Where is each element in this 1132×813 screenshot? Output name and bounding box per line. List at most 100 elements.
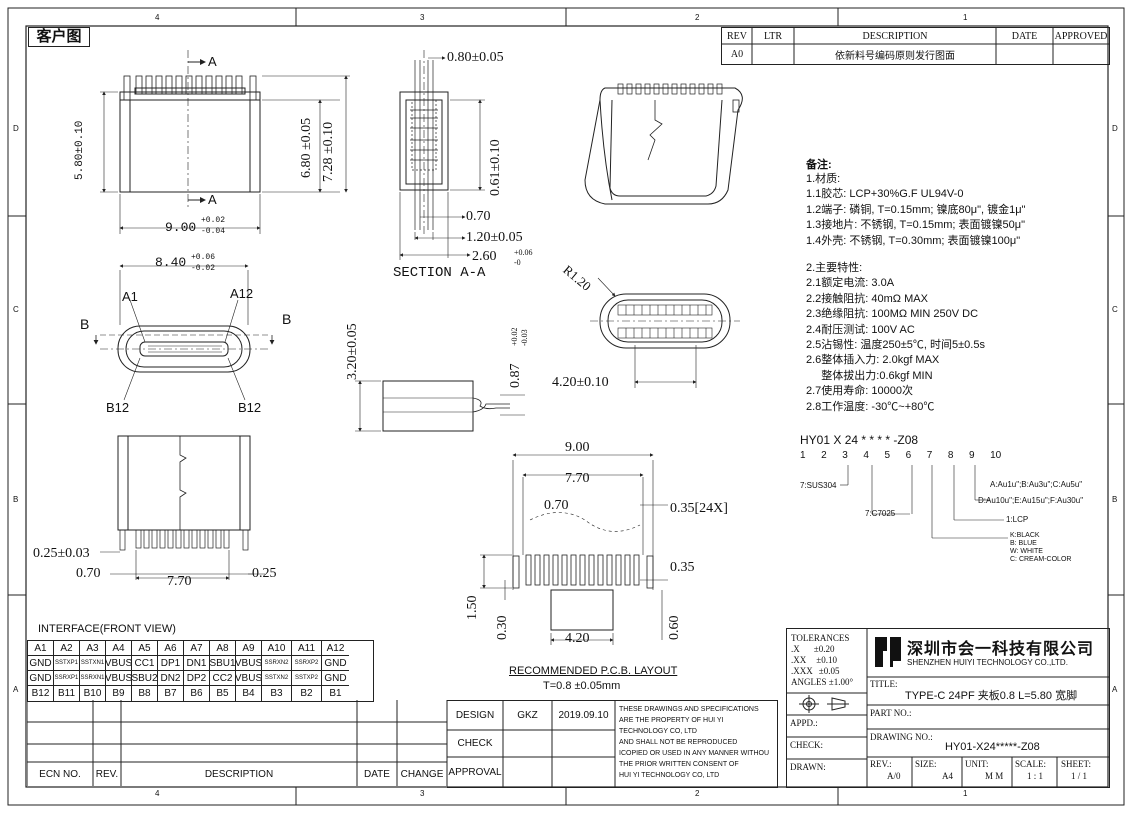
drawn-label: DRAWN: — [790, 762, 826, 772]
drawing-no-label: DRAWING NO.: — [870, 732, 933, 742]
part-code-opt9b: D:Au10u";E:Au15u";F:Au30u" — [978, 496, 1084, 505]
tol-x-value: ±0.20 — [813, 644, 835, 654]
dim-pcb-pad-width: 0.35[24X] — [670, 501, 728, 516]
approval-block: DESIGN CHECK APPROVAL GKZ 2019.09.10 THE… — [447, 700, 778, 788]
front-view — [93, 264, 275, 401]
color-option: C: CREAM-COLOR — [1010, 556, 1072, 563]
section-title: SECTION A-A — [393, 265, 486, 281]
dim-foot-tol-up: +0.02 — [510, 327, 519, 346]
interface-cell: A11 — [292, 641, 322, 656]
color-option: K:BLACK — [1010, 532, 1040, 539]
notice-line: AND SHALL NOT BE REPRODUCED — [619, 739, 738, 746]
tolerances-block: TOLERANCES .X±0.20 .XX±0.10 .XXX±0.05 AN… — [791, 633, 853, 688]
color-option: W: WHITE — [1010, 548, 1043, 555]
dim-pcb-slot: 4.20 — [565, 631, 590, 646]
ecn-label: ECN NO. — [39, 768, 81, 780]
interface-cell: A5 — [132, 641, 158, 656]
ecn-block: ECN NO. REV. DESCRIPTION DATE CHANGE — [27, 700, 447, 786]
note-line: 1.3接地片: 不锈钢, T=0.15mm; 表面镀镍50μ" — [806, 219, 1025, 232]
interface-cell: A7 — [184, 641, 210, 656]
interface-cell: VBUS — [236, 656, 262, 671]
note-line: 1.材质: — [806, 173, 841, 185]
pcb-layout-title: RECOMMENDED P.C.B. LAYOUT — [509, 665, 678, 677]
part-code-leaders — [840, 465, 1008, 539]
interface-cell: A12 — [322, 641, 349, 656]
interface-cell: CC2 — [210, 671, 236, 686]
interface-cell: VBUS — [106, 671, 132, 686]
dim-height: 5.80±0.10 — [74, 120, 86, 180]
angles-tolerance: ANGLES ±1.00° — [791, 677, 854, 687]
rev-value: A0 — [730, 48, 744, 60]
interface-cell: A10 — [262, 641, 292, 656]
interface-cell: B12 — [28, 686, 54, 701]
notes-title: 备注: — [806, 159, 832, 171]
ecn-date-label: DATE — [364, 768, 390, 780]
rev-header-description: DESCRIPTION — [862, 30, 928, 42]
zone-bottom-3: 3 — [420, 789, 425, 798]
interface-cell: SSTXP1 — [54, 656, 80, 671]
interface-cell: GND — [322, 671, 349, 686]
interface-cell: A4 — [106, 641, 132, 656]
zone-top-1: 1 — [963, 13, 968, 22]
interface-cell: DP2 — [184, 671, 210, 686]
section-b-right: B — [282, 311, 292, 327]
notice-line: ARE THE PROPERTY OF HUI YI — [619, 717, 724, 724]
interface-cell: SSRXP1 — [54, 671, 80, 686]
interface-cell: A8 — [210, 641, 236, 656]
part-no-label: PART NO.: — [870, 708, 912, 718]
ecn-change-label: CHANGE — [400, 768, 444, 780]
zone-side-b: B — [13, 495, 19, 504]
interface-cell: A1 — [28, 641, 54, 656]
note-line — [806, 249, 1106, 261]
zone-side-d-right: D — [1112, 124, 1118, 133]
dim-pcb-slot-depth: 0.60 — [667, 615, 682, 641]
dim-width-tol-up: +0.02 — [201, 216, 226, 225]
pin-label-a12: A12 — [230, 286, 254, 301]
appd-label: APPD.: — [790, 718, 818, 728]
dim-width-tol-down: -0.04 — [201, 227, 226, 236]
interface-cell: A3 — [80, 641, 106, 656]
section-b-left: B — [80, 316, 90, 332]
interface-cell: GND — [28, 656, 54, 671]
unit-value: M M — [985, 771, 1004, 781]
dim-pin-span: 1.20±0.05 — [466, 230, 523, 245]
interface-cell: B8 — [132, 686, 158, 701]
dim-pcb-pad-length: 1.50 — [465, 595, 480, 621]
interface-cell: A2 — [54, 641, 80, 656]
notice-line: THE PRIOR WRITTEN CONSENT OF — [619, 761, 739, 768]
check-label: CHECK — [457, 738, 493, 749]
zone-side-a-right: A — [1112, 685, 1118, 694]
zone-side-d: D — [13, 124, 19, 133]
color-option: B: BLUE — [1010, 540, 1037, 547]
ecn-rev-label: REV. — [95, 768, 119, 780]
interface-cell: SBU1 — [210, 656, 236, 671]
part-code: HY01 X 24 * * * * -Z08 — [800, 433, 919, 447]
dim-pin-width: 0.70 — [466, 209, 491, 224]
dim-pcb-pad-pitch: 0.70 — [544, 498, 569, 513]
part-code-colors: K:BLACK B: BLUE W: WHITE C: CREAM-COLOR — [1010, 532, 1071, 564]
approval-label: APPROVAL — [448, 766, 502, 778]
interface-cell: SSTXN2 — [262, 671, 292, 686]
ecn-description-label: DESCRIPTION — [204, 768, 274, 780]
size-label: SIZE: — [915, 759, 937, 769]
interface-cell: A9 — [236, 641, 262, 656]
note-line: 2.3绝缘阻抗: 100MΩ MIN 250V DC — [806, 308, 979, 321]
note-line: 2.6整体插入力: 2.0kgf MAX — [806, 354, 940, 367]
pcb-layout — [480, 453, 668, 645]
part-code-opt9a: A:Au1u";B:Au3u";C:Au5u" — [990, 480, 1083, 489]
interface-cell: B1 — [329, 688, 342, 699]
notice-line: THESE DRAWINGS AND SPECIFICATIONS — [619, 706, 759, 713]
interface-cell: B4 — [236, 686, 262, 701]
dim-side-height: 3.20±0.05 — [345, 323, 360, 380]
pin-label-a1: A1 — [122, 289, 138, 304]
note-line: 2.主要特性: — [806, 262, 863, 275]
dim-pin-offset: 0.61±0.10 — [488, 139, 503, 196]
rev-header-ltr: LTR — [764, 30, 782, 42]
note-line: 2.1额定电流: 3.0A — [806, 277, 895, 290]
dim-pcb-offset: 0.30 — [495, 615, 510, 641]
notice-line: ICOPIED OR USED IN ANY MANNER WITHOU — [619, 750, 769, 757]
note-line: 2.5沾锡性: 温度250±5℃, 时间5±0.5s — [806, 339, 985, 352]
unit-label: UNIT: — [965, 759, 989, 769]
part-code-opt6: 7:C7025 — [865, 509, 896, 518]
part-code-opt8: 1:LCP — [1006, 515, 1029, 524]
